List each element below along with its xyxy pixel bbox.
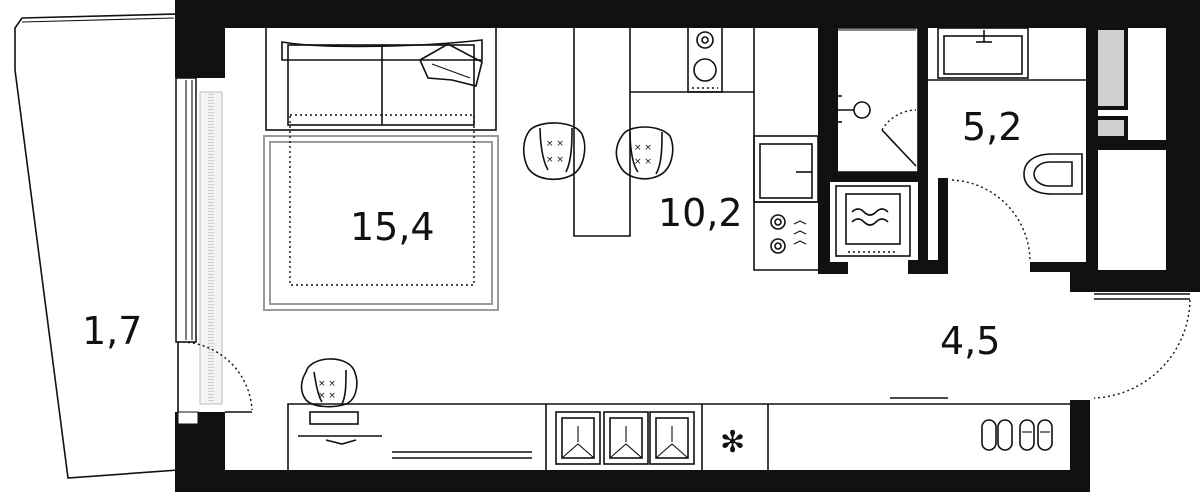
svg-text:× ×: × × bbox=[634, 157, 652, 167]
hallway-area-label: 4,5 bbox=[940, 319, 1000, 363]
desk-chair: × × × × bbox=[300, 358, 358, 408]
stove bbox=[687, 25, 723, 93]
balcony-door bbox=[177, 341, 253, 413]
svg-text:× ×: × × bbox=[318, 391, 336, 401]
bathroom-sink bbox=[928, 27, 1086, 81]
refrigerator: ✻ bbox=[720, 425, 745, 460]
entrance-door bbox=[1093, 293, 1191, 399]
washing-machine bbox=[835, 185, 911, 257]
balcony-area-label: 1,7 bbox=[82, 309, 142, 353]
svg-text:× ×: × × bbox=[318, 379, 336, 389]
living-room-area-label: 15,4 bbox=[350, 205, 435, 249]
kitchen-area-label: 10,2 bbox=[658, 191, 743, 235]
shoes bbox=[981, 419, 1053, 451]
inner-walls bbox=[818, 22, 1168, 274]
svg-text:× ×: × × bbox=[546, 155, 564, 165]
bottom-cabinet bbox=[287, 397, 1070, 470]
bar-counter bbox=[573, 26, 755, 237]
svg-text:× ×: × × bbox=[546, 139, 564, 149]
svg-text:× ×: × × bbox=[634, 143, 652, 153]
snowflake-icon: ✻ bbox=[720, 425, 745, 460]
balcony bbox=[14, 13, 179, 479]
bathroom-door bbox=[951, 179, 1031, 261]
exterior-walls bbox=[175, 0, 1200, 492]
rug bbox=[263, 114, 499, 311]
bar-stool: × × × × bbox=[522, 122, 586, 181]
sofa bbox=[265, 25, 497, 131]
shower bbox=[830, 27, 919, 173]
toilet bbox=[1023, 153, 1083, 195]
bar-stool: × × × × bbox=[615, 126, 674, 180]
shoe-cabinet bbox=[555, 411, 695, 465]
balcony-window bbox=[175, 77, 223, 405]
bathroom-area-label: 5,2 bbox=[962, 105, 1022, 149]
kitchen-counter bbox=[753, 92, 819, 271]
